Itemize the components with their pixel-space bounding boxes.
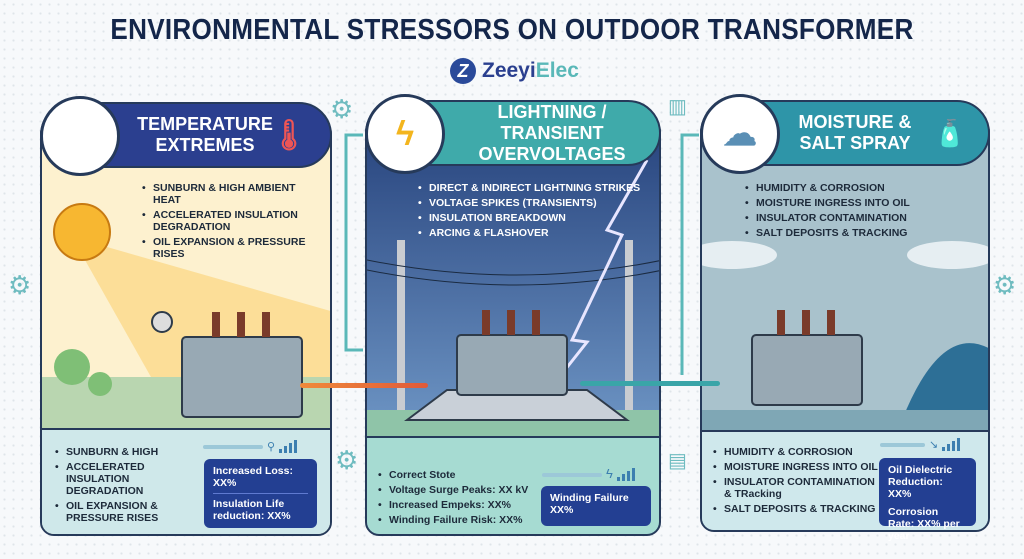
- connector-arrow: [344, 133, 363, 352]
- dashboard-icon: ▤: [668, 450, 687, 472]
- bullet-item: MOISTURE INGRESS INTO OIL: [713, 461, 878, 473]
- stat-winding-failure: Winding Failure XX%: [550, 492, 629, 516]
- transformer-icon: [751, 334, 863, 406]
- flow-arrow: [580, 381, 720, 386]
- temperature-stats-box: Increased Loss: XX% Insulation Life redu…: [204, 459, 317, 528]
- panel-title-line: MOISTURE &: [798, 112, 912, 132]
- stat-corrosion-rate: Corrosion Rate: XX% per year: [888, 506, 960, 542]
- stat-oil-dielectric: Oil Dielectric Reduction: XX%: [888, 464, 953, 500]
- panel-title-line: OVERVOLTAGES: [478, 143, 626, 164]
- stat-insulation-life: Insulation Life reduction: XX%: [213, 498, 291, 522]
- stat-increased-loss: Increased Loss: XX%: [213, 465, 293, 489]
- bullet-item: Correct Stote: [378, 469, 558, 481]
- bullet-item: ACCELERATED INSULATION DEGRADATION: [142, 209, 322, 233]
- bullet-item: Increased Empeks: XX%: [378, 499, 558, 511]
- panel-title-line: TEMPERATURE: [137, 114, 273, 134]
- page-title: ENVIRONMENTAL STRESSORS ON OUTDOOR TRANS…: [110, 14, 914, 46]
- bullet-item: Winding Failure Risk: XX%: [378, 514, 558, 526]
- brand-logo: Z ZeeyiElec: [450, 58, 579, 84]
- moisture-header: ☁ MOISTURE &SALT SPRAY 🧴: [700, 94, 990, 174]
- bullet-item: INSULATION BREAKDOWN: [418, 212, 648, 224]
- bullet-item: OIL EXPANSION & PRESSURE RISES: [142, 236, 322, 260]
- temperature-bullets: SUNBURN & HIGH AMBIENT HEAT ACCELERATED …: [142, 182, 322, 263]
- lightning-stats-box: Winding Failure XX%: [541, 486, 651, 526]
- bullet-item: MOISTURE INGRESS INTO OIL: [745, 197, 965, 209]
- flow-arrow: [300, 383, 428, 388]
- panel-title-line: SALT SPRAY: [799, 133, 911, 153]
- gear-icon: ⚙: [335, 445, 359, 475]
- moisture-stats-box: Oil Dielectric Reduction: XX% Corrosion …: [879, 458, 976, 542]
- thermometer-icon: 🌡: [269, 118, 308, 152]
- bullet-item: VOLTAGE SPIKES (TRANSIENTS): [418, 197, 648, 209]
- gear-icon: ⚙: [993, 270, 1017, 300]
- signal-meter: ⚲: [203, 440, 298, 453]
- bullet-item: OIL EXPANSION & PRESSURE RISES: [55, 500, 165, 524]
- bullet-item: SALT DEPOSITS & TRACKING: [713, 503, 878, 515]
- rain-cloud-icon: ☁: [700, 94, 780, 174]
- bullet-item: ACCELERATED INSULATION DEGRADATION: [55, 461, 165, 497]
- sun-thermometer-icon: ☀: [40, 96, 120, 176]
- temperature-illustration: [42, 203, 330, 432]
- bullet-item: HUMIDITY & CORROSION: [745, 182, 965, 194]
- spray-bottle-icon: 🧴: [933, 117, 966, 148]
- signal-meter: ↘: [880, 438, 961, 451]
- bullet-item: HUMIDITY & CORROSION: [713, 446, 878, 458]
- bullet-item: SUNBURN & HIGH AMBIENT HEAT: [142, 182, 322, 206]
- bullet-item: ARCING & FLASHOVER: [418, 227, 648, 239]
- bullet-item: DIRECT & INDIRECT LIGHTNING STRIKES: [418, 182, 648, 194]
- transformer-icon: [181, 336, 303, 418]
- sun-icon: [53, 203, 111, 261]
- moisture-bullets: HUMIDITY & CORROSION MOISTURE INGRESS IN…: [745, 182, 965, 242]
- gear-icon: ⚙: [330, 94, 354, 124]
- connector-arrow: [680, 133, 699, 375]
- signal-meter: ϟ: [542, 466, 635, 481]
- bullet-item: INSULATOR CONTAMINATION & TRacking: [713, 476, 878, 500]
- temperature-bottom-bullets: SUNBURN & HIGH ACCELERATED INSULATION DE…: [55, 446, 165, 527]
- bullet-item: Voltage Surge Peaks: XX kV: [378, 484, 558, 496]
- gear-icon: ⚙: [8, 270, 32, 300]
- bullet-item: SUNBURN & HIGH: [55, 446, 165, 458]
- lightning-pole-icon: ϟ: [365, 94, 445, 174]
- lightning-bottom-bullets: Correct Stote Voltage Surge Peaks: XX kV…: [378, 469, 558, 529]
- brand-name-part1: Zeeyi: [482, 59, 536, 82]
- bullet-item: INSULATOR CONTAMINATION: [745, 212, 965, 224]
- panel-title-line: LIGHTNING / TRANSIENT: [497, 101, 607, 143]
- transformer-icon: [456, 334, 568, 396]
- lightning-bullets: DIRECT & INDIRECT LIGHTNING STRIKES VOLT…: [418, 182, 648, 242]
- bullet-item: SALT DEPOSITS & TRACKING: [745, 227, 965, 239]
- moisture-bottom-bullets: HUMIDITY & CORROSION MOISTURE INGRESS IN…: [713, 446, 878, 518]
- brand-logo-icon: Z: [450, 58, 476, 84]
- panel-title-line: EXTREMES: [155, 135, 255, 155]
- brand-name-part2: Elec: [535, 59, 579, 82]
- chart-icon: ▥: [668, 96, 687, 118]
